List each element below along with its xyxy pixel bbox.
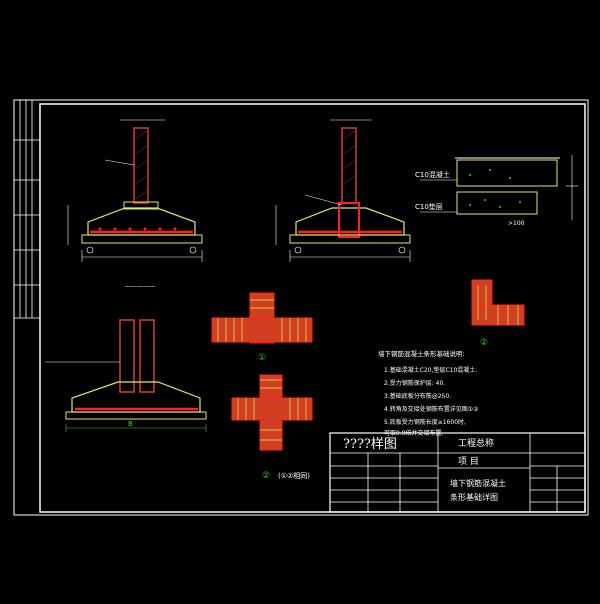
callout-3: ② bbox=[262, 471, 270, 481]
note-line: 3.基础底板分布筋@250. bbox=[384, 392, 451, 400]
drawing-title: ????样图 bbox=[343, 437, 397, 452]
cushion-layer bbox=[81, 234, 203, 244]
drawing-frame bbox=[13, 99, 589, 516]
callout-3-note: (①②相同) bbox=[278, 471, 310, 480]
title-block: ????样图 工程总称 项 目 墙下钢筋混凝土 条形基础详图 bbox=[329, 432, 586, 513]
l-corner-plan: ② bbox=[471, 279, 525, 348]
item-label: 项 目 bbox=[458, 456, 479, 467]
note-line: 2.受力钢筋保护层: 40. bbox=[384, 379, 445, 387]
c10-top-label: C10混凝土 bbox=[415, 170, 450, 179]
dim-b: B bbox=[128, 420, 133, 428]
c10-dim: >100 bbox=[508, 220, 525, 227]
callout-2: ② bbox=[480, 338, 488, 348]
c10-bottom-label: C10垫层 bbox=[415, 202, 443, 211]
footing-detail-2 bbox=[275, 119, 411, 262]
c10-edge-detail: C10混凝土 C10垫层 >100 bbox=[415, 155, 578, 227]
binding-strip bbox=[14, 100, 40, 319]
cross-junction-plan: ② (①②相同) bbox=[231, 374, 313, 481]
t-junction-plan: ① bbox=[211, 292, 313, 363]
notes-heading: 墙下钢筋混凝土条形基础说明: bbox=[378, 349, 465, 358]
note-line: 5.底板受力钢筋长度≥1600时, bbox=[384, 418, 466, 426]
wall-section bbox=[133, 127, 149, 204]
project-label: 工程总称 bbox=[458, 437, 494, 449]
sheet-title-line2: 条形基础详图 bbox=[450, 492, 498, 502]
detail-1-caption: ————— bbox=[125, 283, 155, 290]
footing-detail-3: B bbox=[45, 319, 207, 432]
note-line: 4.转角及交接处钢筋布置详见图①② bbox=[384, 405, 479, 413]
callout-1: ① bbox=[258, 353, 266, 363]
general-notes: 墙下钢筋混凝土条形基础说明: 1.基础混凝土C20,垫层C10混凝土. 2.受力… bbox=[378, 349, 479, 437]
cushion-layer bbox=[289, 234, 411, 244]
footing-detail-1: ————— bbox=[67, 119, 203, 290]
ground-beam-rebar bbox=[338, 202, 360, 238]
wall-section bbox=[341, 127, 357, 204]
sheet-title-line1: 墙下钢筋混凝土 bbox=[450, 478, 506, 488]
note-line: 1.基础混凝土C20,垫层C10混凝土. bbox=[384, 366, 477, 374]
